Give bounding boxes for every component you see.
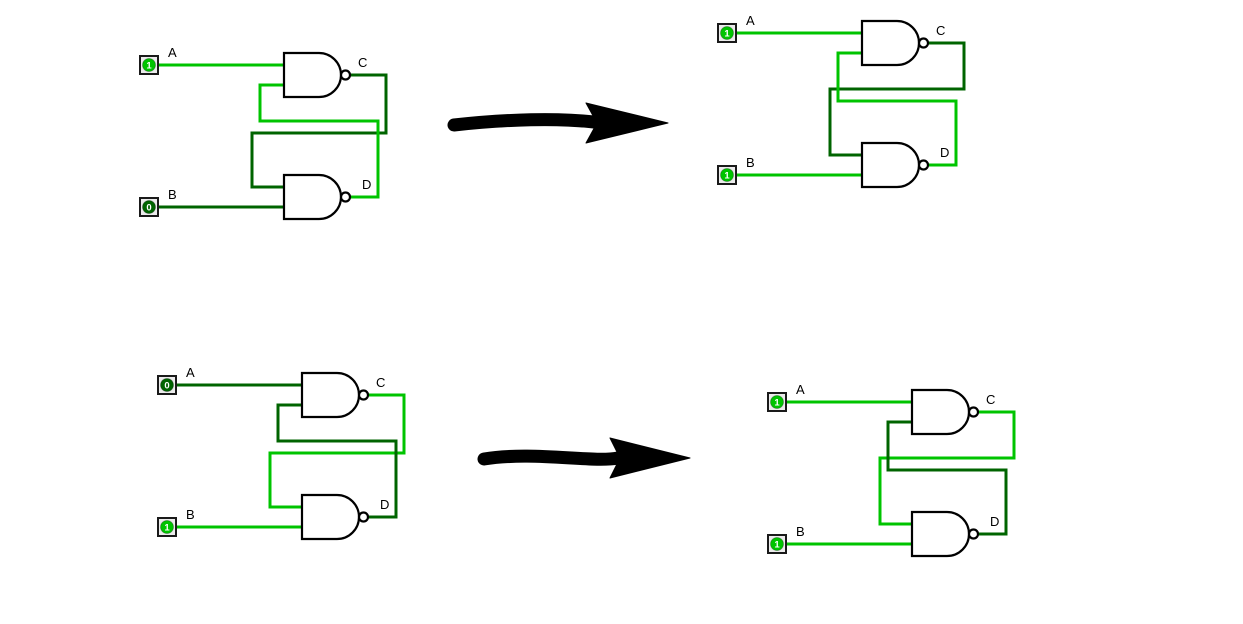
nand-gate-bottom[interactable] [910, 510, 971, 558]
nand-bubble-top [967, 406, 980, 418]
nand-gate-top[interactable] [860, 19, 921, 67]
nand-gate-bottom[interactable] [860, 141, 921, 189]
nand-bubble-bottom [339, 191, 352, 203]
input-value-a: 1 [724, 29, 730, 40]
input-toggle-b[interactable]: 1 [157, 517, 177, 537]
wire-output-d-feedback [836, 51, 958, 167]
nand-bubble-top [357, 389, 370, 401]
input-value-a: 0 [164, 381, 169, 392]
input-toggle-a[interactable]: 1 [767, 392, 787, 412]
transition-arrow-top [447, 102, 669, 144]
label-output-c: C [986, 392, 995, 407]
transition-arrow-bottom [477, 437, 691, 479]
wire-output-d-feedback [276, 403, 398, 519]
label-output-c: C [936, 23, 945, 38]
label-input-a: A [168, 45, 177, 60]
label-input-a: A [746, 13, 755, 28]
input-toggle-b[interactable]: 1 [717, 165, 737, 185]
sr-latch-circuit-bottom-right: 1 1 A B C D [767, 382, 1016, 558]
nand-bubble-bottom [357, 511, 370, 523]
arrow-head [609, 437, 691, 479]
input-state-dot-a [720, 26, 734, 40]
input-value-b: 1 [164, 523, 170, 534]
label-input-b: B [168, 187, 177, 202]
input-state-dot-a [160, 378, 174, 392]
label-output-c: C [376, 375, 385, 390]
nand-gate-bottom[interactable] [300, 493, 361, 541]
arrow-shaft [447, 113, 601, 132]
wire-output-c-feedback [878, 410, 1016, 526]
label-input-a: A [186, 365, 195, 380]
input-state-dot-b [770, 537, 784, 551]
nand-bubble-top [917, 37, 930, 49]
sr-latch-circuit-top-left: 1 0 A B C D [139, 45, 388, 221]
label-output-d: D [990, 514, 999, 529]
label-output-d: D [362, 177, 371, 192]
input-state-dot-a [770, 395, 784, 409]
input-toggle-b[interactable]: 1 [767, 534, 787, 554]
nand-bubble-top [339, 69, 352, 81]
input-state-dot-b [720, 168, 734, 182]
label-input-a: A [796, 382, 805, 397]
input-value-b: 1 [724, 171, 730, 182]
label-input-b: B [796, 524, 805, 539]
wire-output-c-feedback [828, 41, 966, 157]
label-output-c: C [358, 55, 367, 70]
input-state-dot-b [160, 520, 174, 534]
nand-gate-top[interactable] [282, 51, 343, 99]
sr-latch-circuit-bottom-left: 0 1 A B C D [157, 365, 406, 541]
sr-latch-circuit-top-right: 1 1 A B C D [717, 13, 966, 189]
input-value-b: 0 [146, 203, 151, 214]
wire-output-c-feedback [268, 393, 406, 509]
input-toggle-a[interactable]: 0 [157, 375, 177, 395]
nand-gate-top[interactable] [910, 388, 971, 436]
input-value-a: 1 [146, 61, 152, 72]
nand-gate-top[interactable] [300, 371, 361, 419]
label-output-d: D [380, 497, 389, 512]
input-state-dot-a [142, 58, 156, 72]
nand-bubble-bottom [967, 528, 980, 540]
input-toggle-b[interactable]: 0 [139, 197, 159, 217]
wire-output-d-feedback [258, 83, 380, 199]
input-state-dot-b [142, 200, 156, 214]
input-toggle-a[interactable]: 1 [717, 23, 737, 43]
input-value-b: 1 [774, 540, 780, 551]
input-value-a: 1 [774, 398, 780, 409]
arrow-shaft [477, 449, 625, 466]
wire-output-c-feedback [250, 73, 388, 189]
nand-gate-bottom[interactable] [282, 173, 343, 221]
input-toggle-a[interactable]: 1 [139, 55, 159, 75]
wire-output-d-feedback [886, 420, 1008, 536]
label-output-d: D [940, 145, 949, 160]
arrow-head [585, 102, 669, 144]
nand-bubble-bottom [917, 159, 930, 171]
label-input-b: B [186, 507, 195, 522]
label-input-b: B [746, 155, 755, 170]
